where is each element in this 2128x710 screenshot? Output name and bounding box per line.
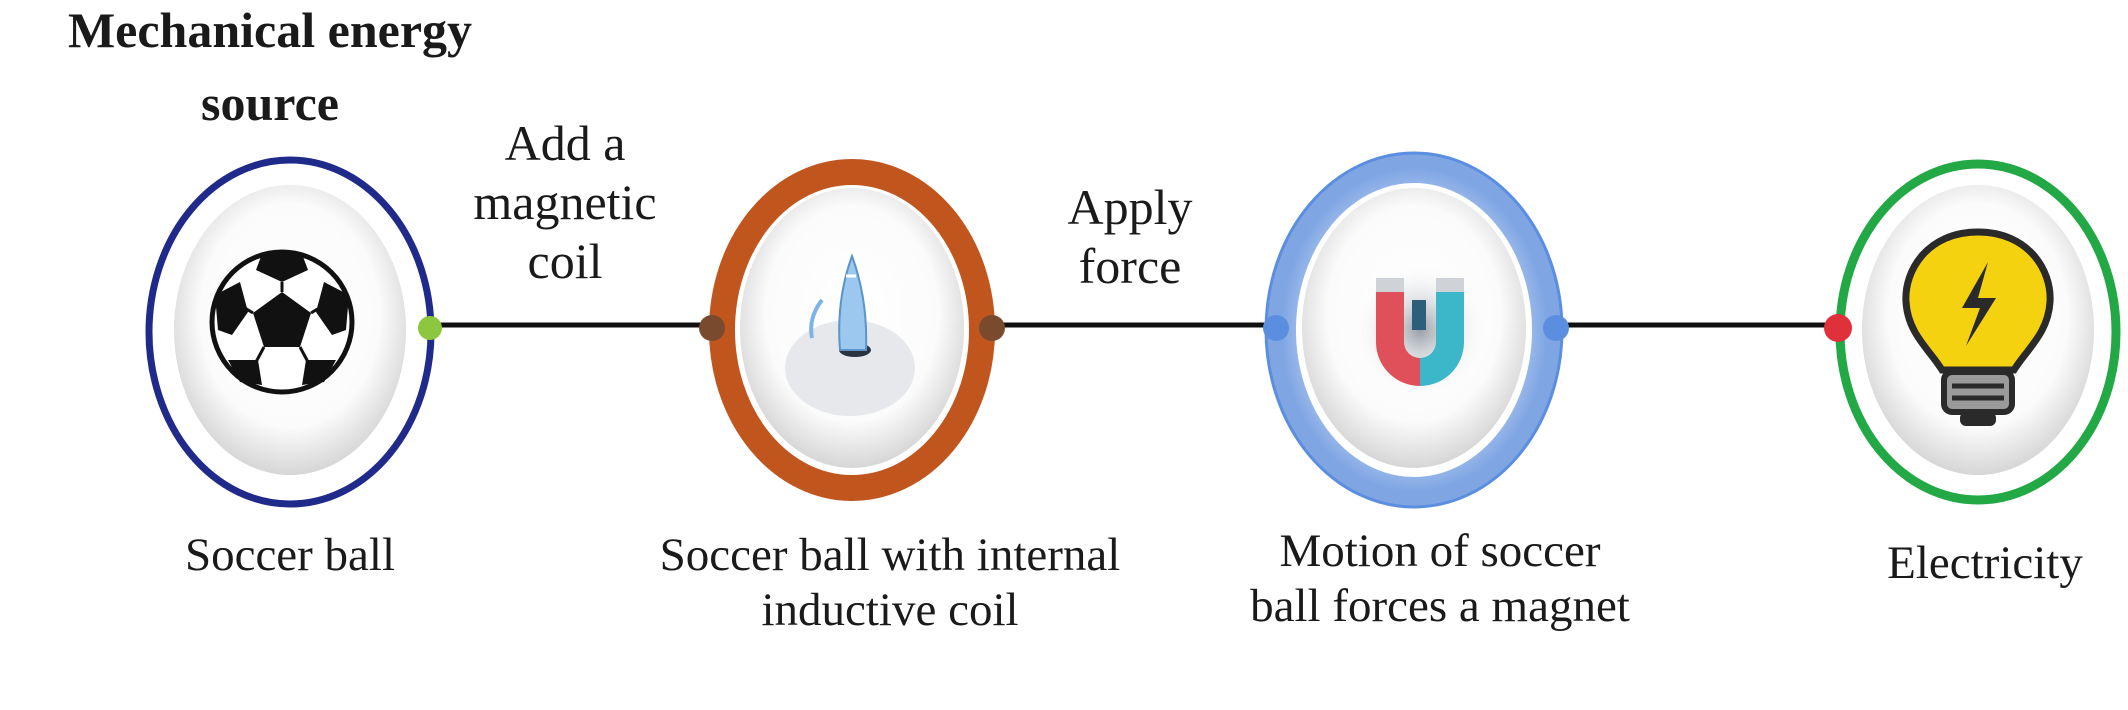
diagram-title: Mechanical energy source	[67, 2, 473, 131]
coil-device-icon	[785, 253, 915, 416]
port-dot	[979, 315, 1005, 341]
port-dot	[1543, 315, 1569, 341]
node-label-magnet: Motion of soccer ball forces a magnet	[1250, 525, 1630, 633]
node-coil-device	[699, 159, 1005, 501]
magnet-icon	[1352, 262, 1488, 398]
node-label-soccer-ball: Soccer ball	[184, 529, 396, 581]
node-label-coil: Soccer ball with internal inductive coil	[659, 529, 1121, 637]
light-bulb-icon	[1902, 228, 2054, 426]
node-magnet	[1263, 151, 1569, 509]
port-dot	[699, 315, 725, 341]
node-light-bulb	[1824, 159, 2121, 505]
port-dot	[418, 316, 442, 340]
port-dot	[1824, 314, 1852, 342]
edge-label-add-coil: Add a magnetic coil	[473, 115, 657, 289]
node-label-electricity: Electricity	[1887, 537, 2083, 589]
edge-label-apply-force: Apply force	[1067, 179, 1193, 294]
node-soccer-ball	[145, 156, 442, 508]
soccer-ball-icon	[209, 249, 355, 395]
port-dot	[1263, 315, 1289, 341]
